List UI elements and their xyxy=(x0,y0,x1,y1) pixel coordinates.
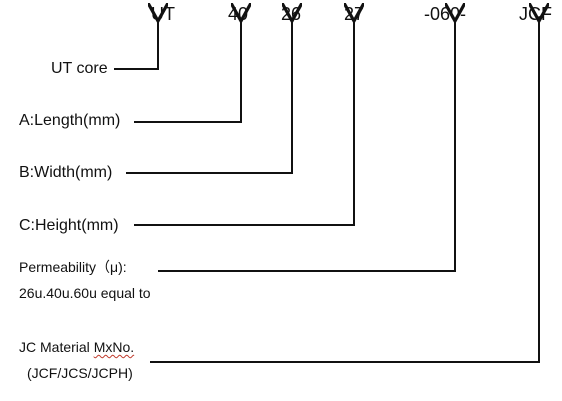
code-part-width: 26 xyxy=(281,4,302,24)
label-width: B:Width(mm) xyxy=(19,164,113,181)
height-leader xyxy=(134,21,354,226)
label-material: JC Material MxNo. xyxy=(19,340,134,354)
permeability-leader xyxy=(158,21,455,272)
label-permeability-note: 26u.40u.60u equal to xyxy=(19,285,151,301)
code-part-material: JCF xyxy=(519,4,552,24)
width-leader xyxy=(126,21,292,174)
label-length: A:Length(mm) xyxy=(19,112,121,129)
ut-core-leader xyxy=(114,21,158,70)
code-part-height: 27 xyxy=(344,4,365,24)
code-part-permeability: -060- xyxy=(424,4,467,24)
length-leader xyxy=(134,21,241,123)
label-height: C:Height(mm) xyxy=(19,217,119,234)
label-material-model: MxNo. xyxy=(93,339,135,355)
label-material-options: (JCF/JCS/JCPH) xyxy=(27,365,133,381)
material-leader xyxy=(150,21,539,363)
label-material-prefix: JC Material xyxy=(19,339,94,355)
label-permeability: Permeability（μ): xyxy=(19,259,127,275)
code-part-length: 40 xyxy=(228,4,249,24)
label-ut-core: UT core xyxy=(51,60,108,77)
code-part-ut: UT xyxy=(151,4,175,24)
